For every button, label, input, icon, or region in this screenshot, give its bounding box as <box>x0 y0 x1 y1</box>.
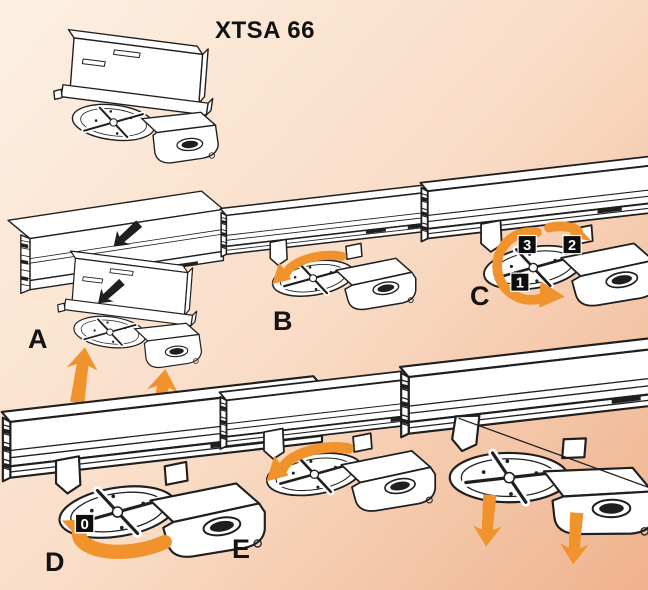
panel-a: A <box>7 182 225 427</box>
panel-c: 3 2 1 C <box>419 151 648 314</box>
rotate-arrow-icon <box>492 227 565 308</box>
adapter-detached <box>58 251 202 368</box>
adapter-tilted <box>440 412 648 546</box>
step-badge-3: 3 <box>517 234 537 255</box>
step-badge-1: 1 <box>510 272 530 292</box>
svg-text:0: 0 <box>80 516 88 533</box>
panel-f-illustration <box>398 329 648 566</box>
panel-d: 0 D <box>0 375 324 578</box>
panel-b: B <box>219 174 445 336</box>
step-badge-0: 0 <box>74 513 95 534</box>
panel-e: E <box>218 361 483 573</box>
step-label-e: E <box>232 534 251 564</box>
track-rail <box>219 182 445 258</box>
step-badge-2: 2 <box>562 234 582 255</box>
step-label-a: A <box>28 324 48 354</box>
panel-e-illustration <box>218 361 483 573</box>
svg-text:2: 2 <box>568 238 576 254</box>
track-rail <box>398 329 648 439</box>
step-label-d: D <box>45 547 65 577</box>
adapter <box>264 429 435 511</box>
product-illustration <box>28 6 238 181</box>
panel-f-removal <box>398 329 648 590</box>
product-name: XTSA 66 <box>215 17 315 44</box>
panel-a-illustration <box>7 190 225 427</box>
rotate-arrow-icon <box>272 250 347 285</box>
step-label-b: B <box>273 306 293 336</box>
adapter-product-drawing <box>54 30 218 163</box>
panel-c-illustration: 3 2 1 <box>419 151 648 314</box>
rotate-arrow-icon <box>266 441 354 482</box>
svg-text:3: 3 <box>523 238 531 254</box>
svg-text:1: 1 <box>516 276 524 292</box>
product-view <box>28 6 238 181</box>
panel-d-illustration: 0 <box>0 375 324 578</box>
panel-b-illustration <box>219 182 445 336</box>
adapter <box>270 239 416 309</box>
step-label-c: C <box>470 281 490 311</box>
